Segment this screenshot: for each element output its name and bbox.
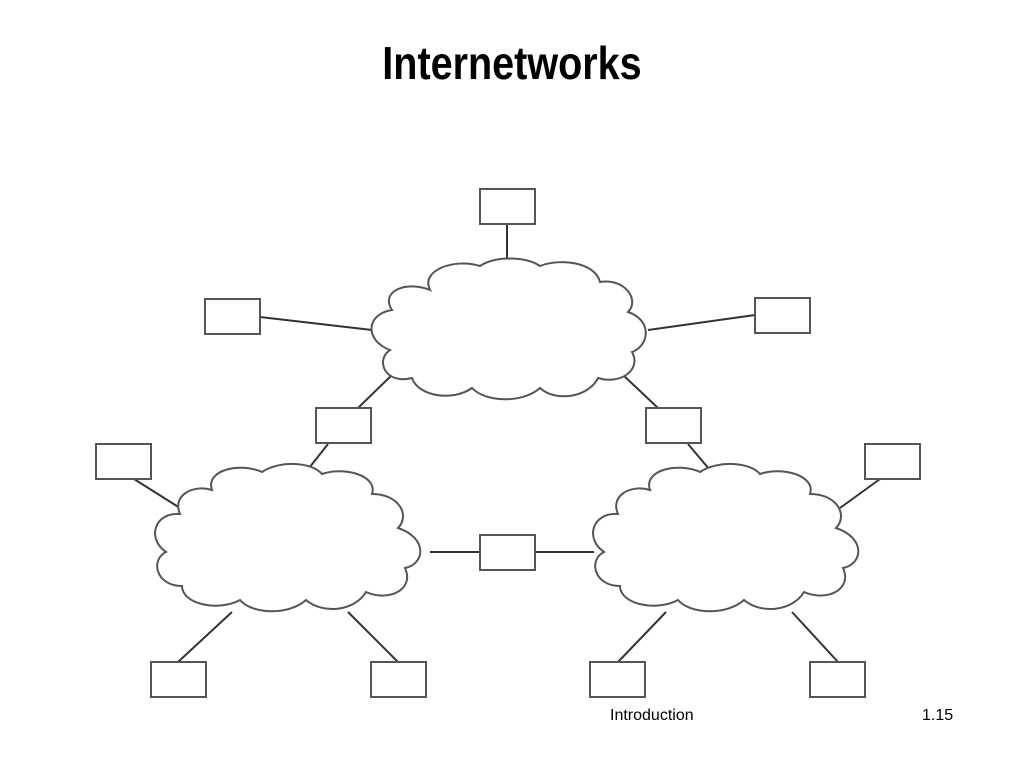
- host-top-left-box: [204, 298, 261, 335]
- host-left-upper-box: [95, 443, 152, 480]
- link-top-router-right: [621, 373, 659, 409]
- network-top-cloud: [370, 257, 647, 401]
- footer-section: Introduction: [610, 707, 694, 724]
- links: [133, 224, 881, 663]
- link-top-right-host: [647, 314, 756, 331]
- link-right-upper-host: [839, 478, 881, 509]
- host-left-bottom-left-box: [150, 661, 207, 698]
- router-top-left-box: [315, 407, 372, 444]
- link-left-upper-host: [133, 478, 181, 509]
- network-left-cloud: [154, 462, 422, 613]
- link-top-left-host: [259, 316, 373, 331]
- host-top-right-box: [754, 297, 811, 334]
- router-bottom-box: [479, 534, 536, 571]
- host-top-box: [479, 188, 536, 225]
- hosts: [95, 188, 921, 698]
- footer-page-number: 1.15: [922, 707, 954, 724]
- slide-title: Internetworks: [382, 37, 642, 89]
- host-left-bottom-right-box: [370, 661, 427, 698]
- link-right-bottom-left-host: [617, 611, 667, 663]
- router-top-right-box: [645, 407, 702, 444]
- network-right-cloud: [592, 462, 860, 613]
- link-right-bottom-right-host: [791, 611, 839, 663]
- host-right-bottom-right-box: [809, 661, 866, 698]
- host-right-bottom-left-box: [589, 661, 646, 698]
- routers: [315, 407, 702, 571]
- link-top-router-left: [357, 371, 396, 409]
- link-left-bottom-left-host: [177, 611, 233, 663]
- host-right-upper-box: [864, 443, 921, 480]
- link-left-bottom-right-host: [347, 611, 399, 663]
